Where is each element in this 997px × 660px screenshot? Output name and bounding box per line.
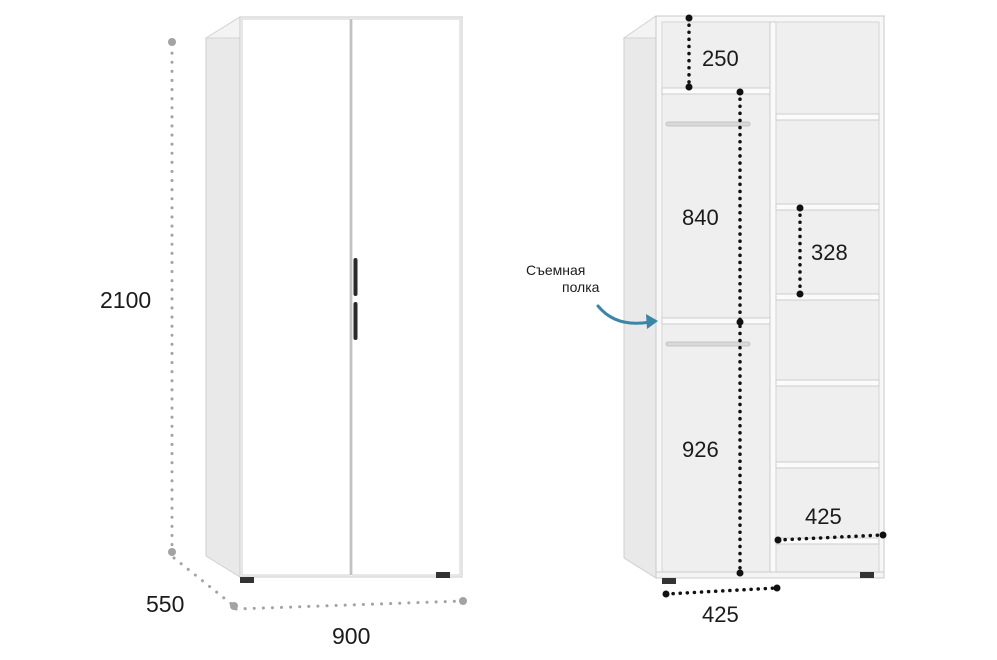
callout-arrow-icon xyxy=(596,304,658,329)
right-shelf-4 xyxy=(775,379,880,387)
left-section-width-label: 425 xyxy=(702,602,739,627)
width-guide-line xyxy=(234,599,464,611)
depth-guide-line xyxy=(172,556,236,608)
callout-text-line2: полка xyxy=(562,279,600,295)
upper-section-height-label: 840 xyxy=(682,205,719,230)
closed-wardrobe-side-panel xyxy=(205,16,241,578)
right-shelf-5 xyxy=(775,461,880,469)
closed-wardrobe-guides xyxy=(168,38,467,611)
lower-section-height-label: 926 xyxy=(682,437,719,462)
open-wardrobe-dimensions xyxy=(662,14,887,598)
open-wardrobe-foot-right xyxy=(860,572,874,578)
right-shelf-3 xyxy=(775,293,880,301)
open-wardrobe xyxy=(622,15,886,584)
height-label: 2100 xyxy=(100,287,151,313)
width-label: 900 xyxy=(332,623,370,649)
right-door xyxy=(351,18,461,576)
closed-wardrobe xyxy=(204,16,464,583)
left-compartment xyxy=(661,21,771,573)
callout-text-line1: Съемная xyxy=(526,262,585,278)
closed-wardrobe-foot-left xyxy=(240,577,254,583)
hanging-rail-lower xyxy=(665,341,751,347)
open-wardrobe-foot-left xyxy=(662,578,676,584)
open-wardrobe-side-panel xyxy=(623,15,657,579)
right-shelf-2 xyxy=(775,203,880,211)
top-shelf-height-label: 250 xyxy=(702,46,739,71)
left-door xyxy=(241,18,351,576)
left-door-handle xyxy=(353,258,358,296)
hanging-rail-upper xyxy=(665,121,751,127)
open-wardrobe-base xyxy=(655,571,885,579)
left-section-width-dimension-line xyxy=(664,586,778,596)
right-shelf-width-dimension-line xyxy=(776,533,884,542)
right-shelf-1 xyxy=(775,113,880,121)
shelf-spacing-label: 328 xyxy=(811,240,848,265)
left-top-shelf xyxy=(661,87,771,95)
right-door-handle xyxy=(353,302,358,340)
closed-wardrobe-foot-right xyxy=(436,572,450,578)
removable-shelf xyxy=(661,317,771,325)
depth-label: 550 xyxy=(146,591,184,617)
right-shelf-width-label: 425 xyxy=(805,504,842,529)
central-divider xyxy=(769,21,777,573)
